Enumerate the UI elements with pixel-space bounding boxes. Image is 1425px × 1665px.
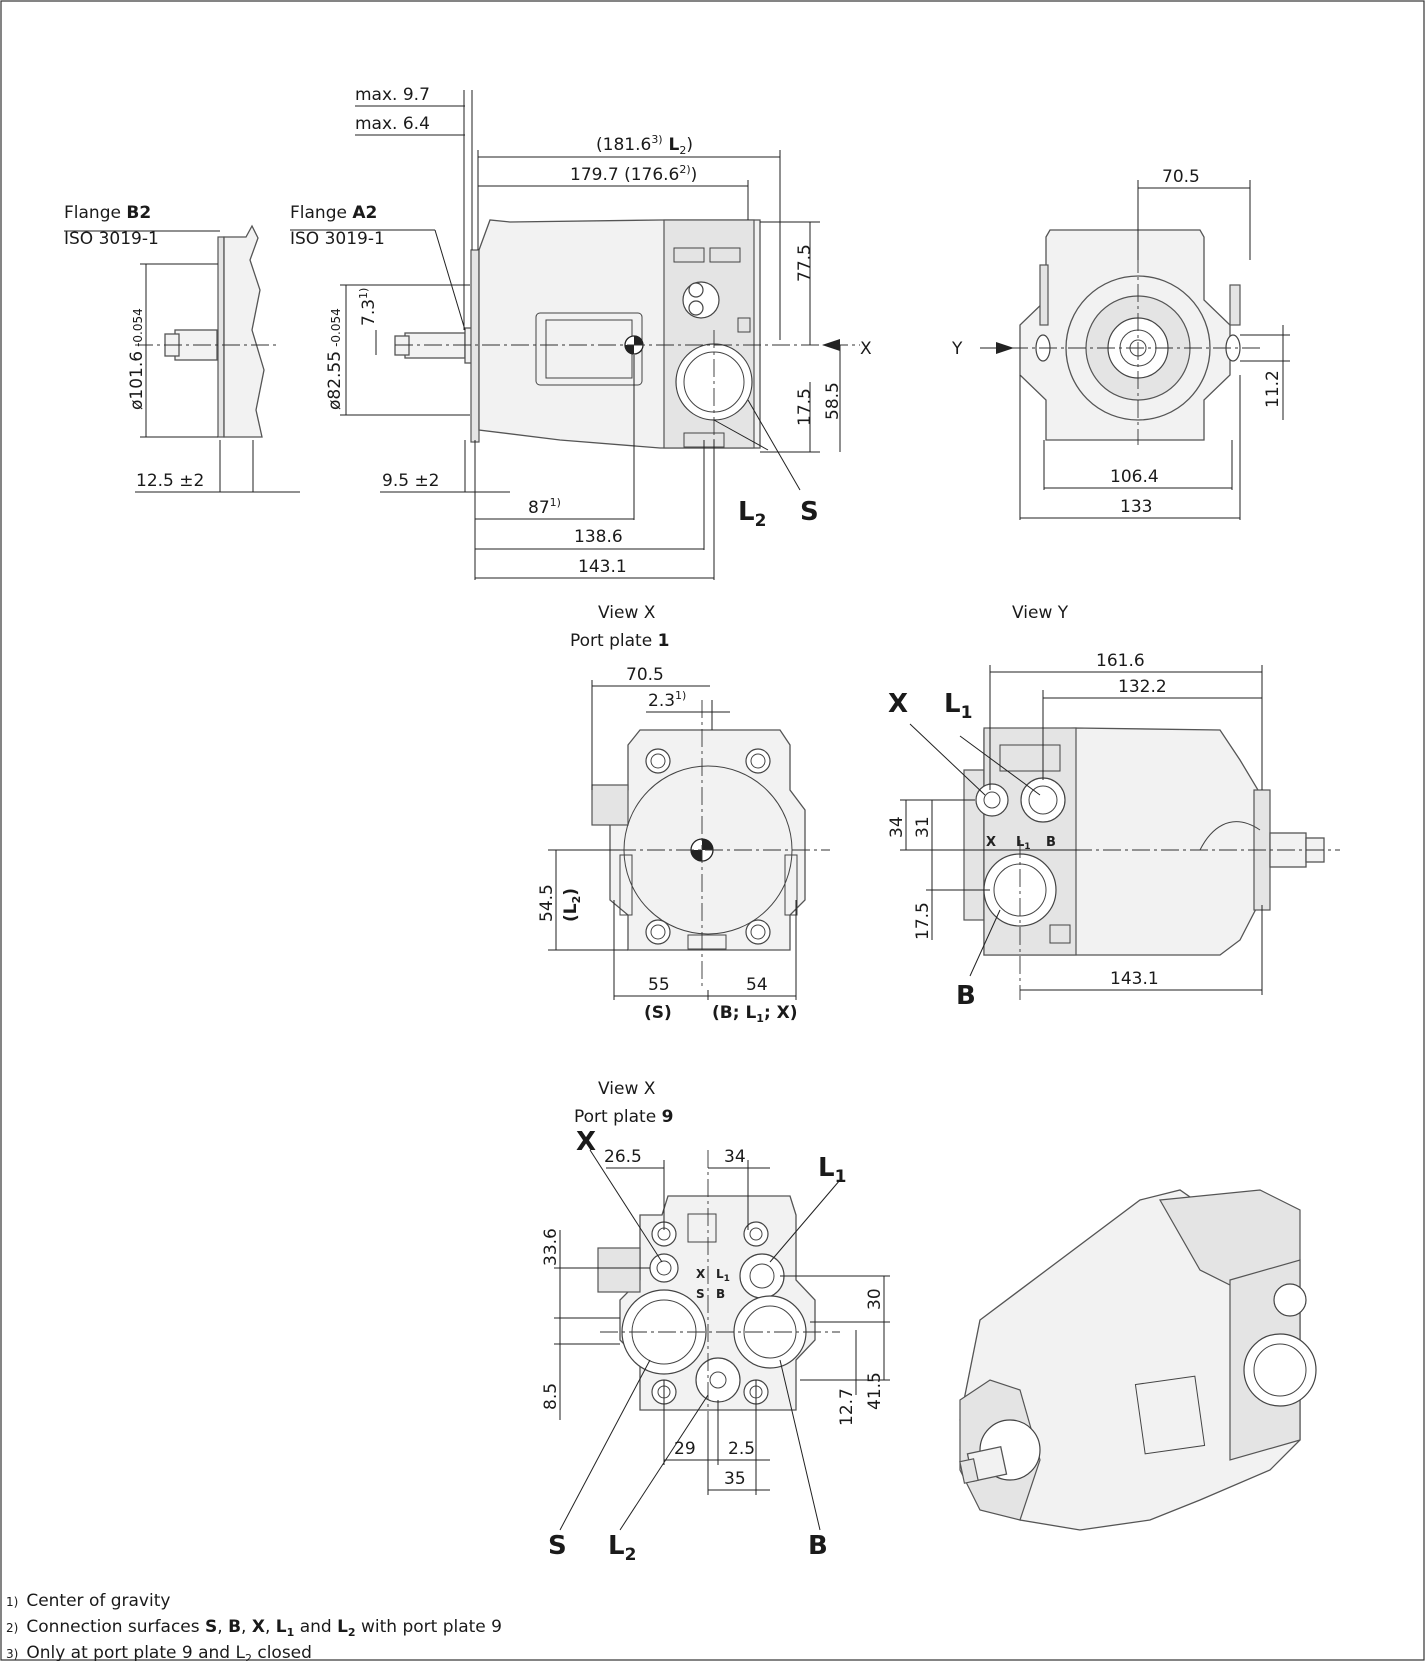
- footnote-3: 3)Only at port plate 9 and L2 closed: [6, 1643, 312, 1661]
- dim-161-6: 161.6: [1096, 651, 1145, 671]
- label-port-plate-1: Port plate 1: [570, 631, 669, 651]
- dim-143-1-viewy: 143.1: [1110, 969, 1159, 989]
- dim-179-7: 179.7 (176.62)): [570, 163, 697, 185]
- label-y-axis: Y: [951, 339, 963, 359]
- dim-17-5-viewy: 17.5: [913, 902, 933, 940]
- port-l1-viewy: L1: [944, 689, 972, 723]
- label-port-plate-9: Port plate 9: [574, 1107, 673, 1127]
- dim-s-paren: (S): [644, 1003, 672, 1023]
- label-view-y: View Y: [1012, 603, 1069, 623]
- label-x-axis: X: [860, 339, 872, 359]
- label-iso-a2: ISO 3019-1: [290, 229, 385, 249]
- isometric-pump-view: [959, 1189, 1317, 1531]
- dim-8-5: 8.5: [541, 1383, 561, 1410]
- port-b-viewy: B: [956, 981, 976, 1011]
- dim-l2-paren: (L2): [561, 888, 583, 922]
- dim-87: 871): [528, 496, 561, 518]
- insert-b: B: [1046, 835, 1056, 850]
- label-flange-a2: Flange A2: [290, 203, 377, 223]
- dim-2-3: 2.31): [648, 689, 686, 711]
- insert-b-plate9: B: [716, 1287, 725, 1301]
- port-s-plate9: S: [548, 1531, 567, 1561]
- insert-x-plate9: X: [696, 1267, 706, 1281]
- dim-33-6: 33.6: [541, 1228, 561, 1266]
- port-l2-plate9: L2: [608, 1531, 636, 1565]
- view-x-port-plate-1: View X Port plate 1 70.5 2.31) 54.5 (L2)…: [537, 603, 830, 1025]
- dim-34-plate9: 34: [724, 1147, 746, 1167]
- dim-30: 30: [865, 1288, 885, 1310]
- dim-133: 133: [1120, 497, 1152, 517]
- dim-35: 35: [724, 1469, 746, 1489]
- dim-26-5: 26.5: [604, 1147, 642, 1167]
- dim-58-5: 58.5: [823, 382, 843, 420]
- dim-55: 55: [648, 975, 670, 995]
- dim-132-2: 132.2: [1118, 677, 1167, 697]
- dim-29: 29: [674, 1439, 696, 1459]
- dim-11-2: 11.2: [1263, 370, 1283, 408]
- insert-x: X: [986, 835, 996, 850]
- dim-7-3: 7.31): [357, 288, 379, 326]
- view-x-port-plate-9: View X Port plate 9 X L1 S B: [541, 1079, 890, 1565]
- dim-blx-paren: (B; L1; X): [712, 1003, 798, 1025]
- footnotes: 1)Center of gravity 2)Connection surface…: [6, 1591, 502, 1665]
- dim-77-5: 77.5: [795, 244, 815, 282]
- dim-9-5: 9.5 ±2: [382, 471, 440, 491]
- dim-34-viewy: 34: [887, 816, 907, 838]
- dim-106-4: 106.4: [1110, 467, 1159, 487]
- view-y: View Y X L1 B 161.6 132.2: [887, 603, 1340, 1011]
- dim-31: 31: [913, 816, 933, 838]
- dim-54: 54: [746, 975, 768, 995]
- label-flange-b2: Flange B2: [64, 203, 151, 223]
- dim-70-5-front: 70.5: [1162, 167, 1200, 187]
- footnote-2: 2)Connection surfaces S, B, X, L1 and L2…: [6, 1617, 502, 1641]
- label-view-x-1: View X: [598, 603, 656, 623]
- label-view-x-2: View X: [598, 1079, 656, 1099]
- dim-12-7: 12.7: [837, 1388, 857, 1426]
- side-view: max. 9.7 max. 6.4 (181.63) L2) 179.7 (17…: [64, 85, 872, 580]
- dim-138-6: 138.6: [574, 527, 623, 547]
- port-b-plate9: B: [808, 1531, 828, 1561]
- dim-17-5: 17.5: [795, 388, 815, 426]
- insert-s-plate9: S: [696, 1287, 705, 1301]
- footnote-1: 1)Center of gravity: [6, 1591, 170, 1611]
- port-l1-plate9: L1: [818, 1153, 846, 1187]
- port-x-plate9: X: [576, 1127, 596, 1157]
- dim-41-5: 41.5: [865, 1372, 885, 1410]
- dim-70-5-plate1: 70.5: [626, 665, 664, 685]
- dim-max-9-7: max. 9.7: [355, 85, 430, 105]
- insert-l1-plate9: L1: [716, 1267, 730, 1284]
- dim-101-6: ø101.6-0.054: [127, 308, 147, 410]
- dim-54-5: 54.5: [537, 884, 557, 922]
- port-l2-side: L2: [738, 497, 766, 531]
- dim-max-6-4: max. 6.4: [355, 114, 430, 134]
- label-iso-b2: ISO 3019-1: [64, 229, 159, 249]
- port-s-side: S: [800, 497, 819, 527]
- dim-12-5: 12.5 ±2: [136, 471, 204, 491]
- dim-143-1: 143.1: [578, 557, 627, 577]
- front-view: 70.5 11.2 106.4 133 Y: [951, 167, 1290, 520]
- dim-2-5: 2.5: [728, 1439, 755, 1459]
- dim-82-55: ø82.55-0.054: [325, 308, 345, 410]
- flange-b2-detail: [135, 224, 280, 438]
- dim-181-6: (181.63) L2): [596, 133, 693, 157]
- port-x-viewy: X: [888, 689, 908, 719]
- pump-side-body: [394, 219, 860, 449]
- side-view-dim-lines: [64, 90, 841, 580]
